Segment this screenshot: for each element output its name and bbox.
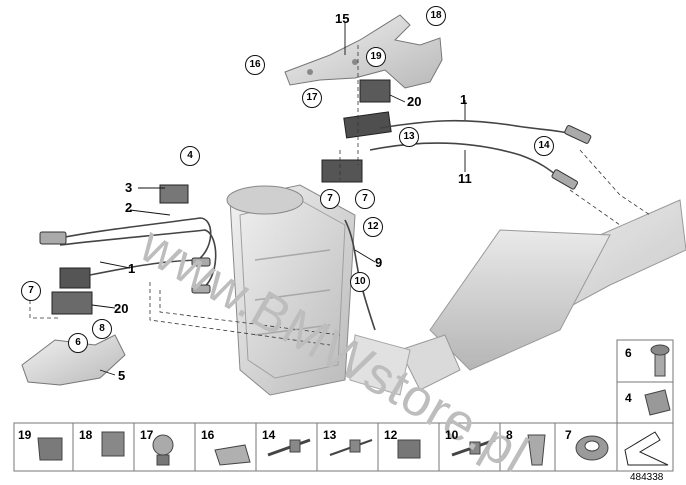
parts-strip-dividers [72,423,618,471]
part-strip-8: 8 [506,428,513,442]
callout-3: 3 [125,180,133,195]
callout-2: 2 [125,200,133,215]
callout-circle-14: 14 [534,136,554,156]
parts-strip-frame [13,339,674,472]
callout-9: 9 [375,255,383,270]
callout-circle-4: 4 [180,146,200,166]
callout-11: 11 [458,171,472,186]
callout-20-left: 20 [114,301,129,316]
part-strip-10: 10 [445,428,459,442]
particulate-filter [226,184,356,396]
callout-circle-18: 18 [426,6,446,26]
direction-arrow-icon [624,431,669,466]
exhaust-muffler [349,199,686,396]
callout-1-top: 1 [460,92,468,107]
callout-circle-10: 10 [350,272,370,292]
control-units [51,79,392,315]
part-strip-17: 17 [140,428,154,442]
callout-leaders [91,22,466,376]
leader-lines [29,45,651,346]
part-strip-14: 14 [262,428,276,442]
part-strip-16: 16 [201,428,215,442]
part-icons [37,344,671,466]
callout-circle-13: 13 [399,127,419,147]
part-strip-19: 19 [18,428,32,442]
callout-circle-19: 19 [366,47,386,67]
callout-circle-12: 12 [363,217,383,237]
heat-shield-bracket [284,14,443,89]
part-strip-18: 18 [79,428,93,442]
callout-1-left: 1 [128,261,136,276]
part-strip-13: 13 [323,428,337,442]
callout-circle-16: 16 [245,55,265,75]
sensor-tips [39,125,592,294]
callout-circle-8: 8 [92,319,112,339]
part-side-6: 6 [625,346,632,360]
callout-15: 15 [335,11,350,26]
callout-circle-7-left: 7 [21,281,41,301]
callout-20-top: 20 [407,94,422,109]
callout-circle-6: 6 [68,333,88,353]
callout-5: 5 [118,368,126,383]
callout-circle-17: 17 [302,88,322,108]
diagram-number: 484338 [630,472,664,483]
part-strip-12: 12 [384,428,398,442]
callout-circle-7-right: 7 [355,189,375,209]
part-side-4: 4 [625,391,632,405]
part-strip-7: 7 [565,428,572,442]
callout-circle-7-center: 7 [320,189,340,209]
